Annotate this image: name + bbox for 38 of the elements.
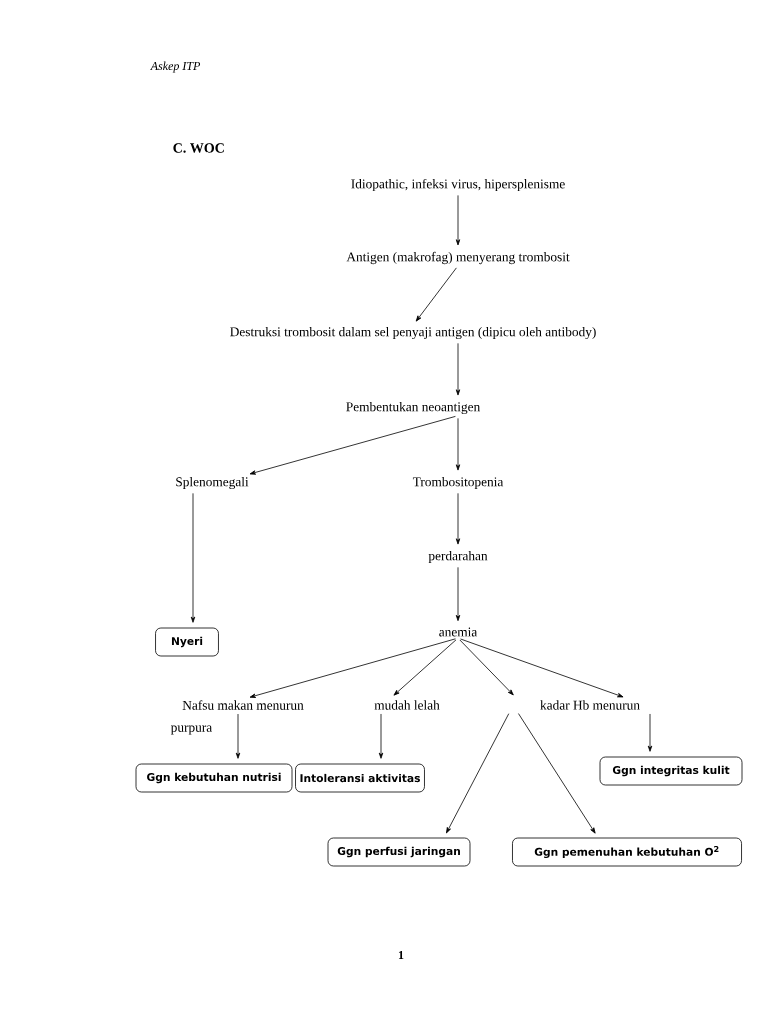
process-text: perdarahan — [428, 550, 488, 564]
diagnosis-box: Ggn integritas kulit — [599, 756, 743, 786]
process-text: Destruksi trombosit dalam sel penyaji antigen (dipicu oleh antibody) — [230, 326, 596, 340]
diagnosis-box: Ggn pemenuhan kebutuhan O$^{2}$ — [512, 837, 742, 867]
arrow — [455, 195, 461, 246]
section-heading: C. WOC — [173, 143, 224, 153]
page-header: Askep ITP — [150, 61, 201, 73]
arrow — [647, 713, 653, 752]
process-text: Trombositopenia — [412, 476, 504, 490]
arrow — [446, 713, 510, 834]
process-text: kadar Hb menurun — [540, 700, 640, 710]
arrow — [455, 417, 461, 471]
diagnosis-box: Ggn perfusi jaringan — [327, 837, 471, 867]
process-text: Antigen (makrofag) menyerang trombosit — [346, 251, 570, 265]
process-text: mudah lelah — [374, 700, 440, 710]
node-label: purpura — [170, 725, 212, 735]
process-text: anemia — [439, 627, 478, 637]
arrow — [518, 713, 596, 834]
diagnosis-box: Nyeri — [155, 627, 219, 657]
diagnosis-box: Ggn kebutuhan nutrisi — [135, 763, 293, 793]
diagnosis-box: Intoleransi aktivitas — [295, 763, 425, 793]
page-number: 1 — [398, 951, 404, 959]
process-text: Pembentukan neoantigen — [346, 401, 480, 415]
arrow — [455, 566, 461, 622]
arrow — [378, 713, 384, 759]
arrow — [249, 416, 456, 475]
arrow — [459, 639, 514, 696]
arrow — [393, 639, 457, 696]
arrow — [415, 267, 457, 322]
arrow — [455, 342, 461, 396]
arrow — [190, 492, 196, 623]
arrow — [235, 713, 241, 759]
arrow — [249, 638, 456, 698]
process-text: Idiopathic, infeksi virus, hipersplenisme — [351, 178, 565, 192]
arrow — [455, 492, 461, 545]
arrow — [460, 638, 624, 698]
process-text: Nafsu makan menurun — [182, 700, 304, 710]
process-text: Splenomegali — [176, 476, 249, 490]
